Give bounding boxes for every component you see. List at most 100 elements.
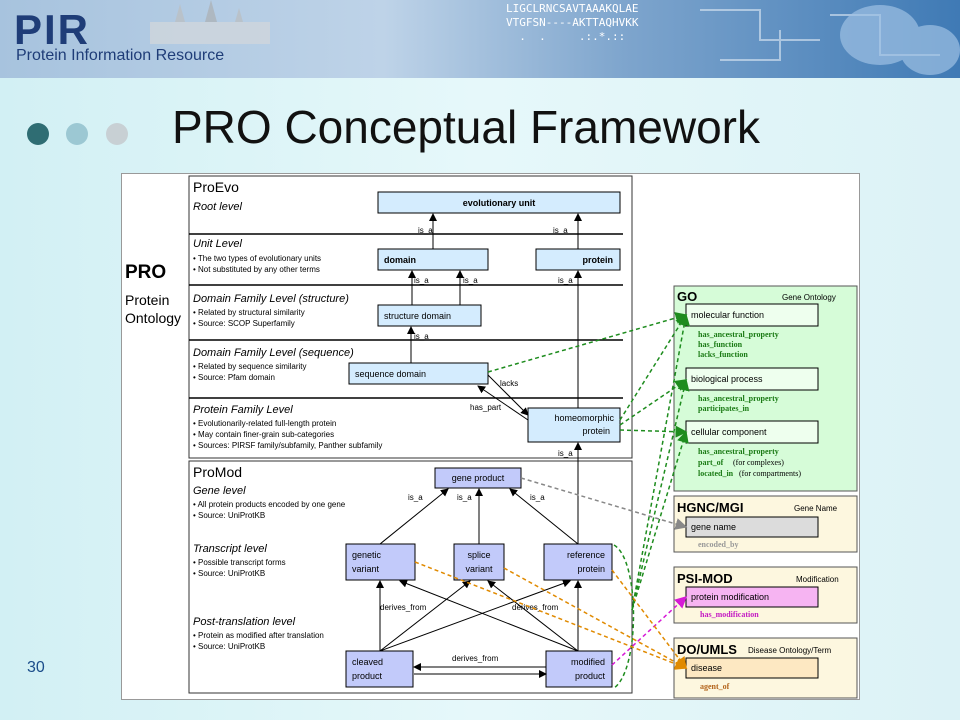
node-structure-domain: structure domain <box>377 304 482 327</box>
pro-subtitle: Ontology <box>125 310 181 326</box>
promod-relation-labels: is_a is_a is_a derives_from derives_from… <box>380 493 559 663</box>
svg-text:cellular component: cellular component <box>691 427 767 437</box>
doumls-relation: agent_of <box>700 682 730 691</box>
level-bullet: • Source: Pfam domain <box>193 373 275 382</box>
level-title: Unit Level <box>193 238 242 250</box>
svg-text:(for complexes): (for complexes) <box>733 458 784 467</box>
sequence-line: VTGFSN----AKTTAQHVKK <box>506 16 639 29</box>
go-heading: GO <box>677 289 697 304</box>
svg-text:participates_in: participates_in <box>698 404 750 413</box>
node-splice-variant: splice variant <box>453 543 505 581</box>
node-domain: domain <box>377 248 489 271</box>
is-a-edges <box>407 213 582 421</box>
svg-text:homeomorphic: homeomorphic <box>554 413 614 423</box>
level-title: Protein Family Level <box>193 404 293 416</box>
svg-text:evolutionary unit: evolutionary unit <box>463 198 536 208</box>
svg-text:reference: reference <box>567 550 605 560</box>
svg-text:derives_from: derives_from <box>380 603 427 612</box>
svg-text:genetic: genetic <box>352 550 382 560</box>
node-sequence-domain: sequence domain <box>348 362 489 385</box>
svg-text:domain: domain <box>384 255 416 265</box>
banner-decoration <box>150 0 960 75</box>
level-bullet: • Source: UniProtKB <box>193 569 265 578</box>
svg-text:lacks: lacks <box>500 379 518 388</box>
svg-text:derives_from: derives_from <box>452 654 499 663</box>
svg-text:gene product: gene product <box>452 473 505 483</box>
hgnc-relation: encoded_by <box>698 540 738 549</box>
pir-logo-subtitle: Protein Information Resource <box>16 47 225 64</box>
cc-relations: has_ancestral_property part_of located_i… <box>698 447 779 478</box>
svg-text:sequence domain: sequence domain <box>355 369 426 379</box>
pro-heading: PRO <box>125 262 166 283</box>
promod-heading: ProMod <box>193 464 242 480</box>
svg-text:has_ancestral_property: has_ancestral_property <box>698 394 779 403</box>
svg-text:protein: protein <box>577 564 605 574</box>
level-bullet: • Source: SCOP Superfamily <box>193 319 295 328</box>
sequence-line: LIGCLRNCSAVTAAAKQLAE <box>506 2 639 15</box>
doumls-heading: DO/UMLS <box>677 642 737 657</box>
svg-text:splice: splice <box>467 550 490 560</box>
svg-text:variant: variant <box>465 564 493 574</box>
go-label: Gene Ontology <box>782 293 836 302</box>
svg-text:is_a: is_a <box>558 449 573 458</box>
svg-text:is_a: is_a <box>408 493 423 502</box>
node-modified-product: modified product <box>545 650 613 688</box>
level-bullet: • Related by structural similarity <box>193 308 305 317</box>
node-reference-protein: reference protein <box>543 543 613 581</box>
svg-text:protein: protein <box>583 255 614 265</box>
node-genetic-variant: genetic variant <box>345 543 416 581</box>
svg-text:cleaved: cleaved <box>352 657 383 667</box>
term-protein-modification: protein modification <box>685 586 819 608</box>
mf-relations: has_ancestral_property has_function lack… <box>698 330 779 359</box>
proevo-heading: ProEvo <box>193 179 239 195</box>
node-protein: protein <box>535 248 621 271</box>
relation-labels: is_a is_a is_a is_a is_a is_a lacks has_… <box>414 226 573 458</box>
svg-text:structure domain: structure domain <box>384 311 451 321</box>
svg-text:protein modification: protein modification <box>691 592 769 602</box>
doumls-label: Disease Ontology/Term <box>748 646 831 655</box>
slide-title: PRO Conceptual Framework <box>172 101 760 153</box>
psimod-label: Modification <box>796 575 839 584</box>
svg-text:is_a: is_a <box>414 332 429 341</box>
svg-text:has_part: has_part <box>470 403 502 412</box>
svg-text:variant: variant <box>352 564 380 574</box>
node-gene-product: gene product <box>434 467 522 489</box>
term-biological-process: biological process <box>685 367 819 391</box>
svg-text:is_a: is_a <box>558 276 573 285</box>
level-title: Root level <box>193 201 242 213</box>
svg-text:has_ancestral_property: has_ancestral_property <box>698 330 779 339</box>
svg-text:lacks_function: lacks_function <box>698 350 748 359</box>
level-bullet: • Source: UniProtKB <box>193 511 265 520</box>
svg-text:protein: protein <box>582 426 610 436</box>
level-bullet: • Protein as modified after translation <box>193 631 324 640</box>
level-bullet: • The two types of evolutionary units <box>193 254 321 263</box>
svg-text:molecular function: molecular function <box>691 310 764 320</box>
bp-relations: has_ancestral_property participates_in <box>698 394 779 413</box>
hgnc-heading: HGNC/MGI <box>677 500 743 515</box>
level-bullet: • Source: UniProtKB <box>193 642 265 651</box>
term-disease: disease <box>685 657 819 679</box>
svg-text:is_a: is_a <box>553 226 568 235</box>
hgnc-label: Gene Name <box>794 504 838 513</box>
level-bullet: • Related by sequence similarity <box>193 362 307 371</box>
level-bullet: • May contain finer-grain sub-categories <box>193 430 334 439</box>
svg-text:located_in: located_in <box>698 469 734 478</box>
bullet-dot <box>106 123 128 145</box>
pro-subtitle: Protein <box>125 292 169 308</box>
svg-text:is_a: is_a <box>418 226 433 235</box>
pir-logo: PIR <box>14 6 91 53</box>
node-cleaved-product: cleaved product <box>345 650 414 688</box>
term-gene-name: gene name <box>685 516 819 538</box>
svg-text:is_a: is_a <box>463 276 478 285</box>
svg-text:has_ancestral_property: has_ancestral_property <box>698 447 779 456</box>
promod-edges <box>376 442 582 678</box>
level-title: Domain Family Level (structure) <box>193 293 349 305</box>
term-molecular-function: molecular function <box>685 303 819 327</box>
svg-text:is_a: is_a <box>530 493 545 502</box>
level-bullet: • Not substituted by any other terms <box>193 265 320 274</box>
page-number: 30 <box>27 659 45 676</box>
svg-text:modified: modified <box>571 657 605 667</box>
level-title: Domain Family Level (sequence) <box>193 347 354 359</box>
svg-text:disease: disease <box>691 663 722 673</box>
